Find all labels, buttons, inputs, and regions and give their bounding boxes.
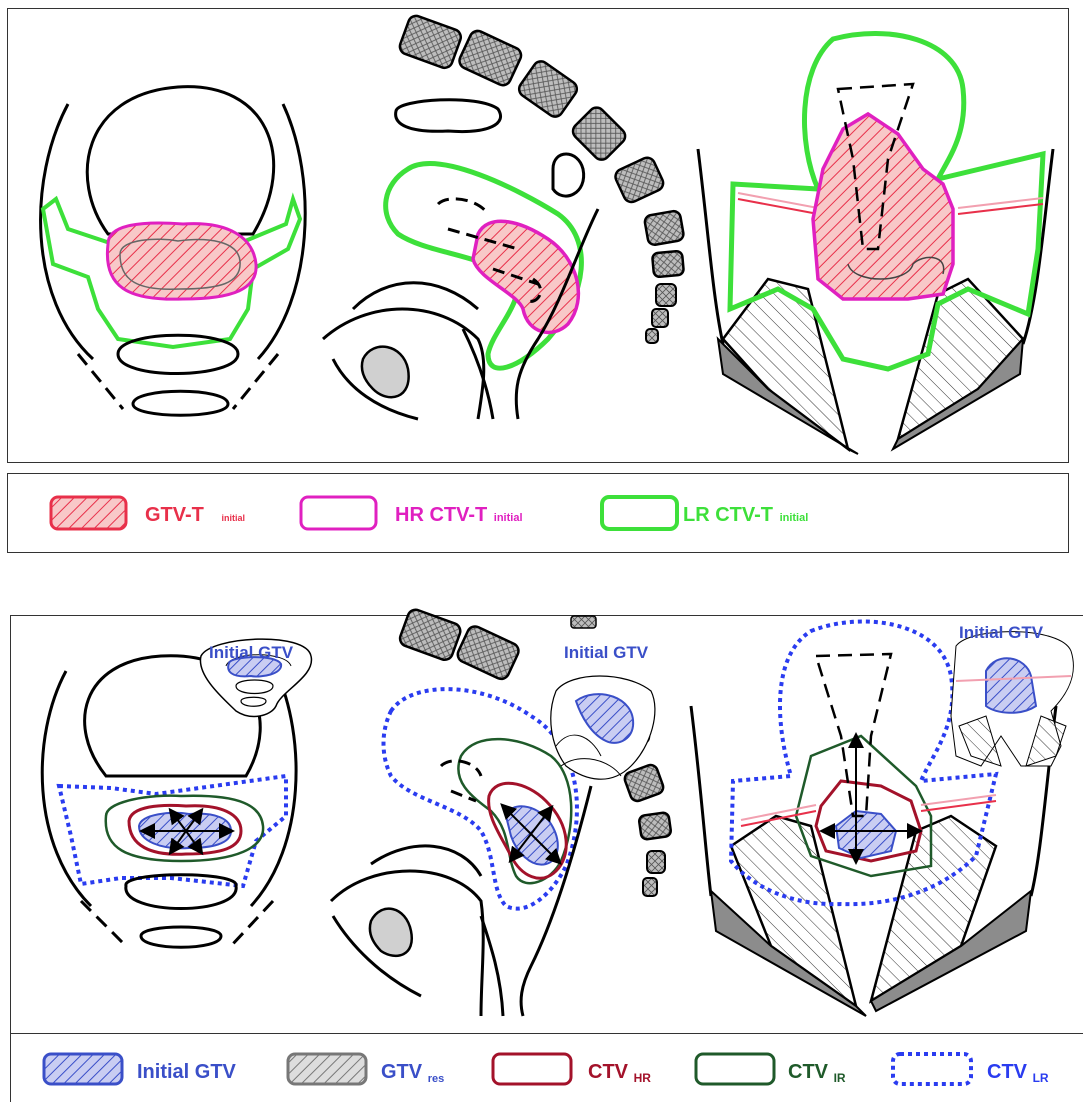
legend-swatch-gtv-res (288, 1054, 366, 1084)
legend-swatch-initial-gtv (44, 1054, 122, 1084)
coronal-view (698, 33, 1053, 454)
legend-lr-label: LR CTV-T (683, 504, 773, 526)
gtv-axial (107, 223, 256, 299)
axial-view (41, 87, 306, 416)
legend-ctv-hr-label: CTV (588, 1061, 629, 1083)
top-legend-svg: GTV-T initial HR CTV-T initial LR CTV-T … (8, 474, 1070, 554)
svg-text:GTV res: GTV res (381, 1061, 444, 1085)
legend-gtv-sub: initial (221, 513, 245, 523)
bottom-legend-svg: Initial GTV GTV res CTV HR CTV IR CTV LR (11, 1034, 1083, 1103)
top-legend: GTV-T initial HR CTV-T initial LR CTV-T … (7, 473, 1069, 553)
bottom-legend: Initial GTV GTV res CTV HR CTV IR CTV LR (10, 1033, 1083, 1102)
legend-gtv-res-label: GTV (381, 1061, 423, 1083)
legend-swatch-lr (602, 497, 677, 529)
svg-text:CTV IR: CTV IR (788, 1061, 846, 1085)
inset-sagittal (551, 676, 655, 779)
legend-swatch-ctv-hr (493, 1054, 571, 1084)
axial-view-response: Initial GTV (42, 639, 311, 947)
legend-hr-sub: initial (494, 512, 523, 524)
legend-swatch-gtv (51, 497, 126, 529)
bladder-outline (87, 87, 273, 234)
svg-text:CTV LR: CTV LR (987, 1061, 1049, 1085)
inset-label-sagittal: Initial GTV (564, 643, 649, 662)
sacrum-outline (133, 391, 228, 415)
top-diagram-panel (7, 8, 1069, 463)
legend-gtv-label: GTV-T (145, 504, 204, 526)
legend-ctv-ir-label: CTV (788, 1061, 829, 1083)
legend-swatch-ctv-lr (893, 1054, 971, 1084)
legend-swatch-hr (301, 497, 376, 529)
rectum-outline (118, 335, 238, 373)
hr-ctv-sagittal (473, 221, 578, 332)
svg-text:GTV-T initial: GTV-T initial (145, 504, 245, 526)
legend-hr-label: HR CTV-T (395, 504, 487, 526)
legend-initial-gtv-label: Initial GTV (137, 1061, 237, 1083)
bottom-diagram-svg: Initial GTV (11, 616, 1083, 1036)
legend-ctv-ir-sub: IR (834, 1071, 846, 1085)
legend-ctv-hr-sub: HR (634, 1071, 652, 1085)
legend-ctv-lr-sub: LR (1033, 1071, 1049, 1085)
inset-coronal (951, 632, 1073, 766)
legend-gtv-res-sub: res (428, 1073, 445, 1085)
sagittal-view (323, 14, 685, 419)
svg-text:CTV HR: CTV HR (588, 1061, 651, 1085)
sagittal-view-response: Initial GTV (331, 608, 672, 1016)
inset-label-coronal: Initial GTV (959, 623, 1044, 642)
svg-text:LR CTV-T initial: LR CTV-T initial (683, 504, 808, 526)
gtv-res-coronal (836, 811, 896, 858)
legend-lr-sub: initial (780, 512, 809, 524)
legend-swatch-ctv-ir (696, 1054, 774, 1084)
top-diagram-svg (8, 9, 1070, 464)
legend-ctv-lr-label: CTV (987, 1061, 1028, 1083)
coronal-view-response: Initial GTV (691, 621, 1073, 1016)
inset-label-axial: Initial GTV (209, 643, 294, 662)
svg-text:HR CTV-T initial: HR CTV-T initial (395, 504, 523, 526)
bottom-diagram-panel: Initial GTV (10, 615, 1083, 1035)
